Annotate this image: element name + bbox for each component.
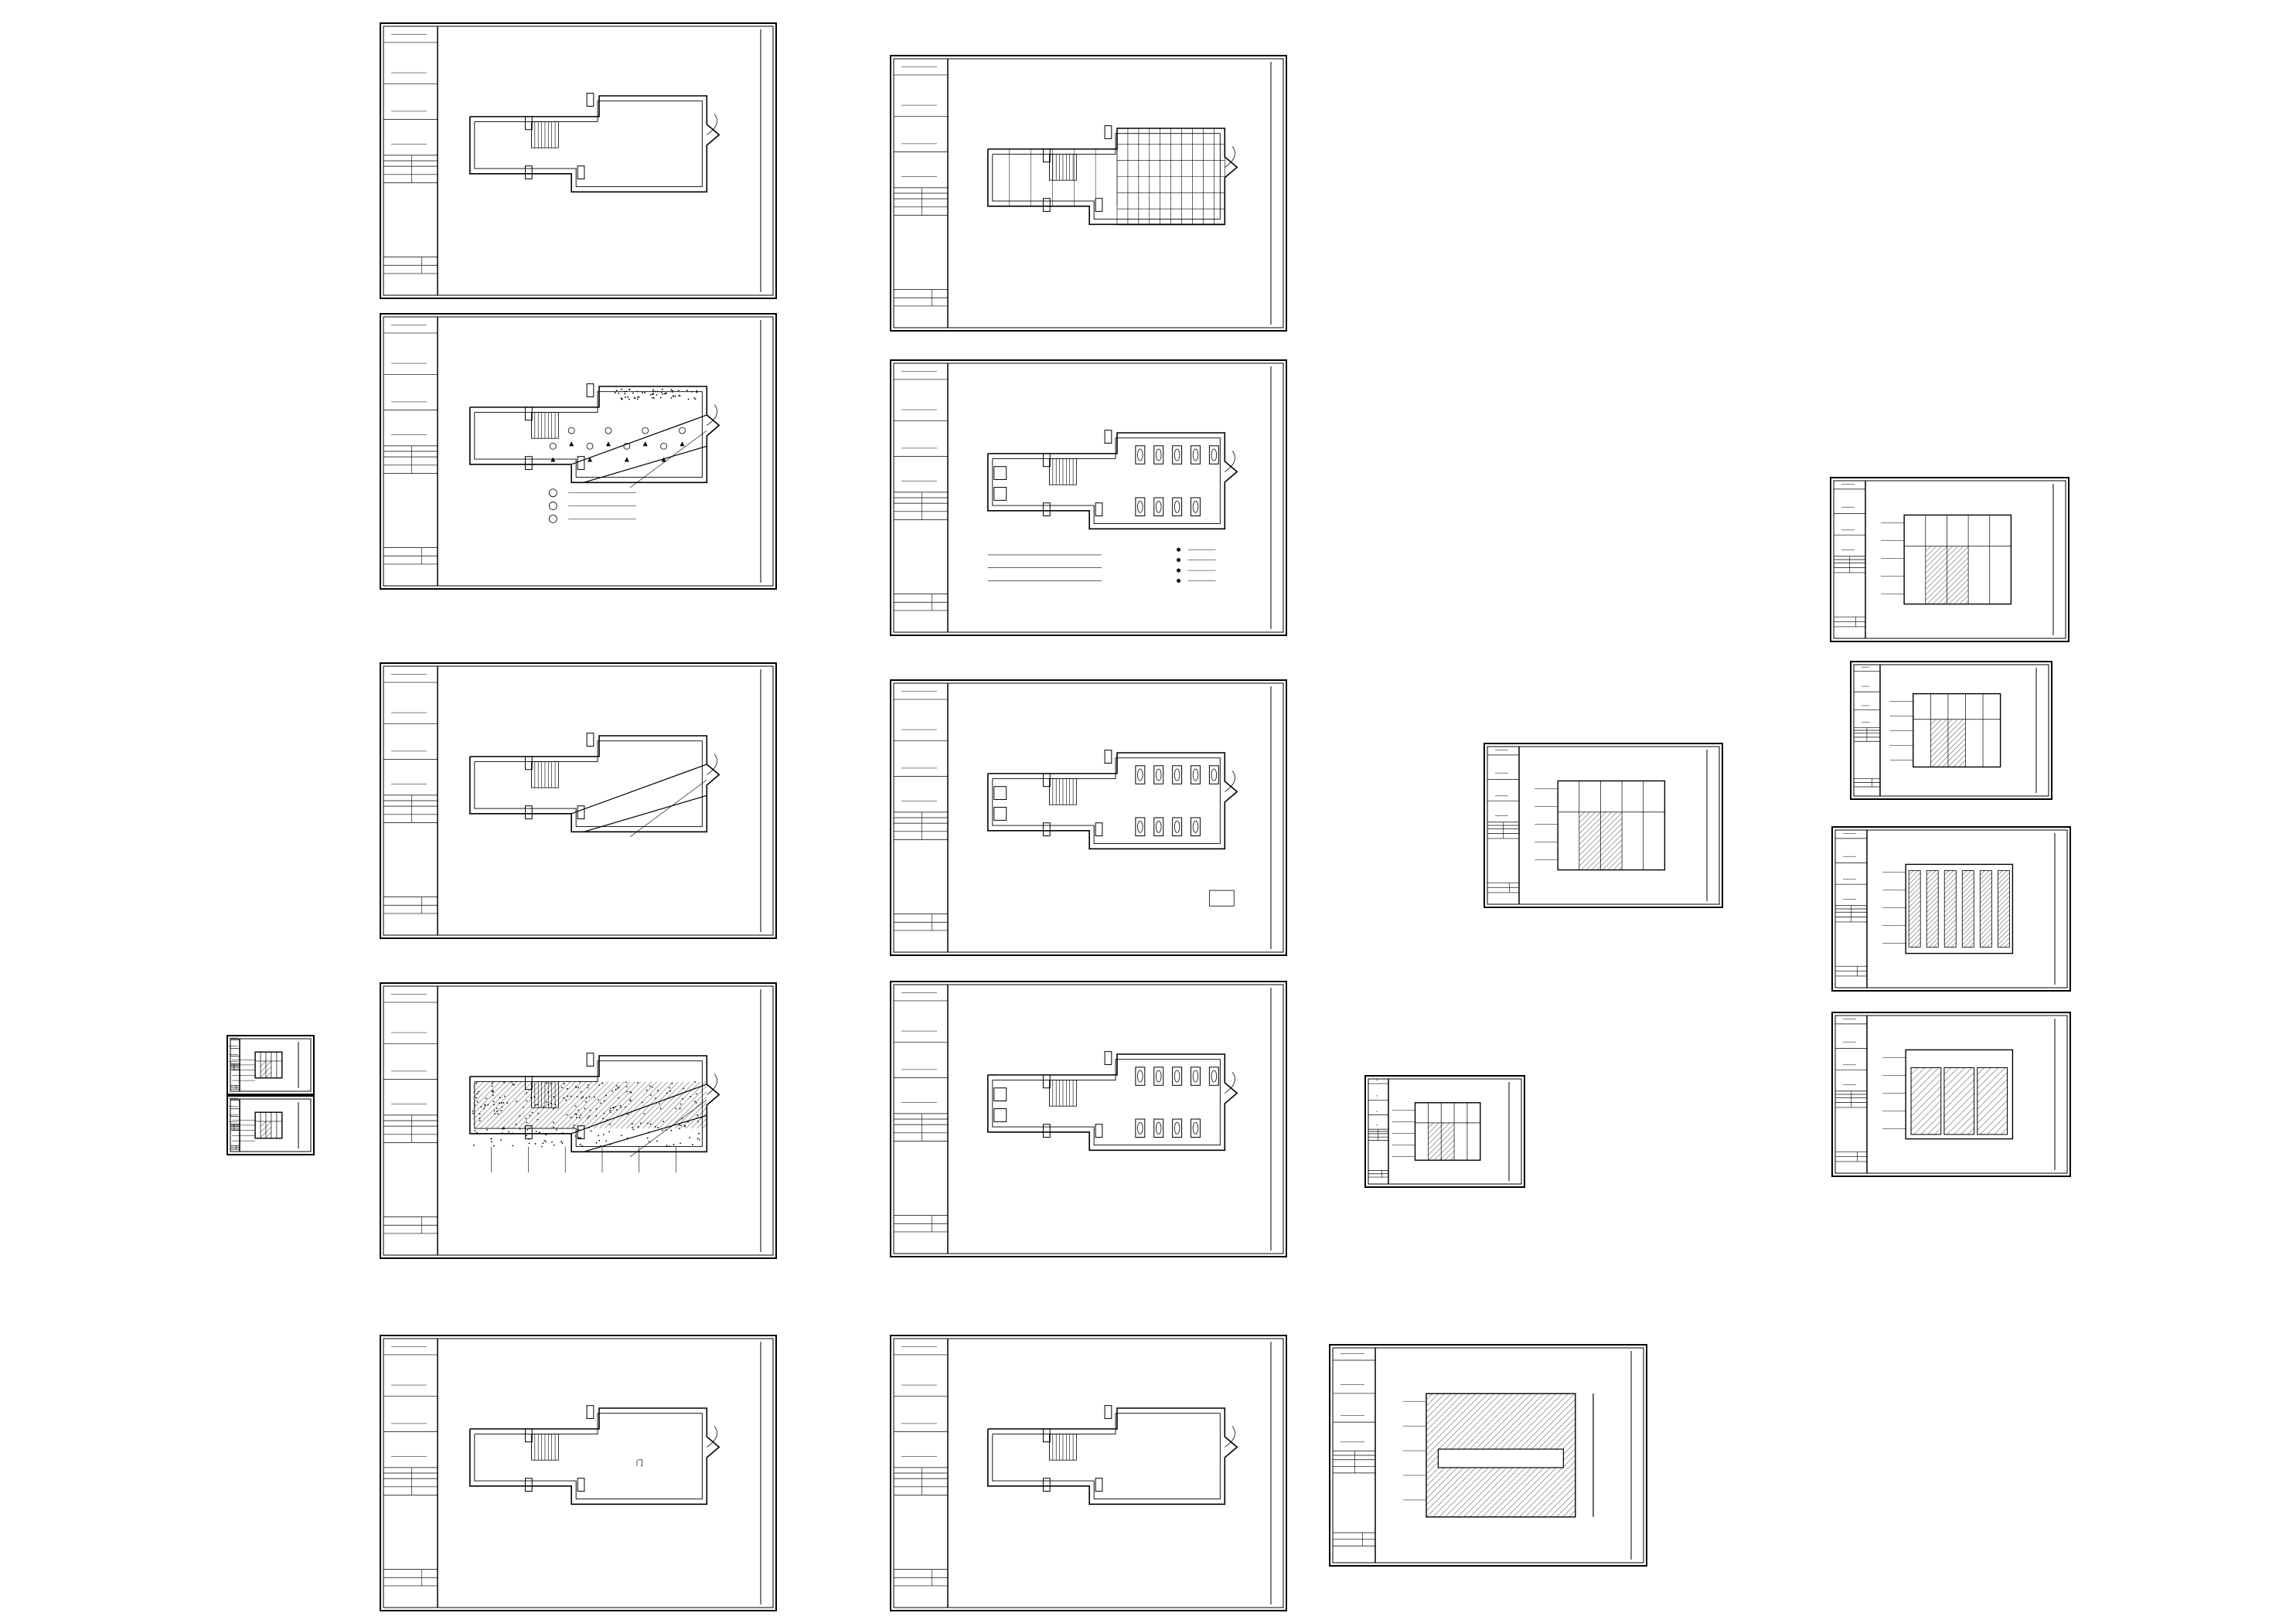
drawing-sheet-c03[interactable] [1303,1344,1698,1567]
drawing-sheet-b01[interactable] [890,55,1287,332]
drawing-sheet-b03[interactable] [890,679,1287,956]
drawing-sheet-a04[interactable] [380,982,777,1259]
drawing-sheet-d03[interactable] [1831,826,2086,992]
drawing-sheet-a03[interactable] [380,662,777,939]
drawing-sheet-d02[interactable] [1850,661,2052,800]
drawing-sheet-e02[interactable] [227,1095,315,1155]
drawing-sheet-d04[interactable] [1831,1012,2071,1177]
drawing-sheet-e01[interactable] [227,1035,315,1095]
drawing-sheet-d01[interactable] [1830,477,2069,642]
drawing-sheet-a05[interactable]: 门 [380,1335,777,1611]
drawing-sheet-b05[interactable] [890,1335,1287,1611]
plan-annotation: 门 [636,1458,643,1468]
drawing-sheet-c01[interactable] [1484,743,1723,908]
drawing-sheet-a01[interactable] [380,22,777,299]
drawing-sheet-a02[interactable] [380,313,777,590]
drawing-sheet-b04[interactable] [890,981,1287,1257]
drawing-sheet-c02[interactable] [1364,1075,1525,1188]
drawing-sheet-b02[interactable] [890,359,1287,636]
